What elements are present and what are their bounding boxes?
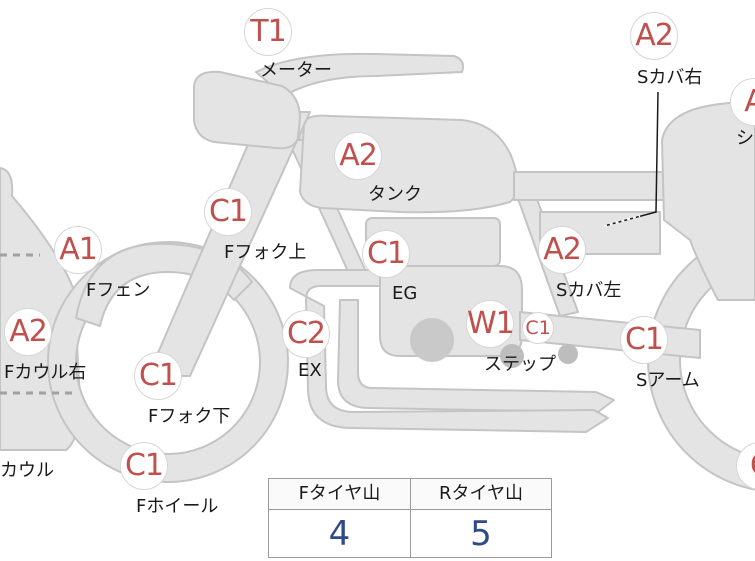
- tire-tread-table: Fタイヤ山 Rタイヤ山 4 5: [268, 478, 552, 558]
- exhaust-shape: [337, 299, 615, 413]
- table-divider: [410, 479, 411, 557]
- step-peg-circle: [558, 344, 578, 364]
- label-exhaust: EX: [298, 360, 322, 381]
- rear-tail-shape: [661, 99, 755, 301]
- grade-badge-cowl-right: A2: [4, 308, 52, 356]
- seat-shape: [513, 170, 686, 201]
- grade-badge-exhaust: C2: [282, 310, 330, 358]
- grade-badge-side-cover-right: A2: [630, 12, 678, 60]
- grade-badge-fork-upper: C1: [204, 188, 252, 236]
- label-step: ステップ: [484, 354, 556, 375]
- meter-housing-shape: [193, 70, 301, 150]
- grade-badge-side-cover-left: A2: [538, 226, 586, 274]
- label-meter: メーター: [260, 60, 332, 81]
- label-tank: タンク: [368, 184, 422, 205]
- label-fork-lower: Fフォク下: [148, 406, 231, 427]
- grade-badge-tank: A2: [334, 132, 382, 180]
- engine-case-circle: [410, 318, 454, 362]
- label-engine: EG: [392, 283, 418, 304]
- label-side-cover-left: Sカバ左: [556, 280, 622, 301]
- handlebar-shape: [255, 52, 464, 97]
- exhaust-shape-lower: [289, 269, 609, 433]
- leader-line: [603, 91, 659, 227]
- grade-badge-swingarm: C1: [620, 316, 668, 364]
- label-front-wheel: Fホイール: [136, 496, 219, 517]
- grade-badge-meter: T1: [244, 8, 292, 56]
- label-cowl: カウル: [0, 460, 54, 481]
- grade-badge-front-wheel: C1: [120, 442, 168, 490]
- rear-tire-header: Rタイヤ山: [411, 479, 551, 510]
- label-front-fender: Fフェン: [86, 280, 151, 301]
- rear-tire-value: 5: [470, 514, 492, 554]
- label-side-cover-right: Sカバ右: [637, 67, 703, 88]
- label-fork-upper: Fフォク上: [224, 242, 307, 263]
- grade-badge-step-secondary: C1: [522, 312, 554, 344]
- grade-badge-fork-lower: C1: [134, 352, 182, 400]
- label-cowl-right: Fカウル右: [4, 362, 87, 383]
- grade-badge-engine: C1: [362, 230, 410, 278]
- front-tire-value: 4: [328, 514, 351, 554]
- front-tire-header: Fタイヤ山: [269, 479, 410, 510]
- step-peg-circle: [500, 344, 524, 368]
- grade-badge-front-fender: A1: [54, 226, 102, 274]
- leader-line-dashed: [603, 215, 641, 227]
- label-seat: シ: [736, 128, 754, 149]
- grade-badge-step: W1: [466, 300, 515, 348]
- label-swingarm: Sアーム: [636, 370, 700, 391]
